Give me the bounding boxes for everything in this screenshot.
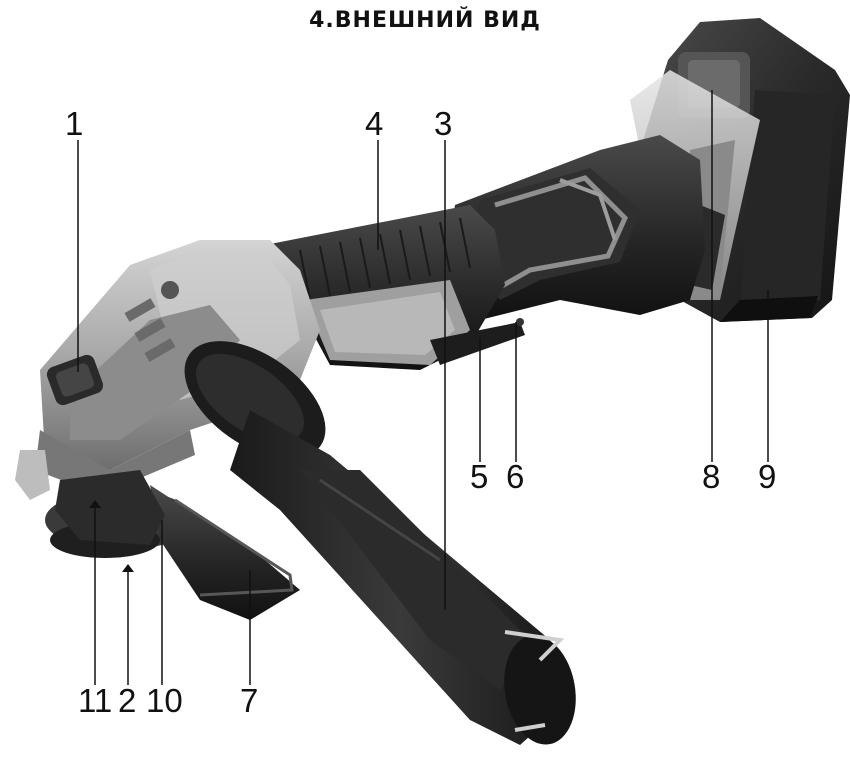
callout-8: 8 [702,458,720,495]
callout-9: 9 [758,458,776,495]
wheel-guard [15,450,300,620]
guard-clamp [55,470,165,545]
callout-4: 4 [365,105,383,142]
lock-button [516,318,524,326]
main-grip [265,205,525,370]
callout-11: 11 [78,682,112,719]
motor-housing-rear [440,135,705,320]
arrowheads [89,500,134,572]
side-handle [184,341,576,745]
callout-2: 2 [118,682,136,719]
callout-7: 7 [240,682,258,719]
section-title: 4.ВНЕШНИЙ ВИД [309,8,541,33]
callout-10: 10 [146,682,183,719]
callout-1: 1 [65,105,83,142]
callout-6: 6 [506,458,524,495]
callout-5: 5 [470,458,488,495]
trigger-switch [430,322,525,365]
leader-lines [77,90,769,685]
callout-3: 3 [434,105,452,142]
guard-lever [15,450,50,500]
